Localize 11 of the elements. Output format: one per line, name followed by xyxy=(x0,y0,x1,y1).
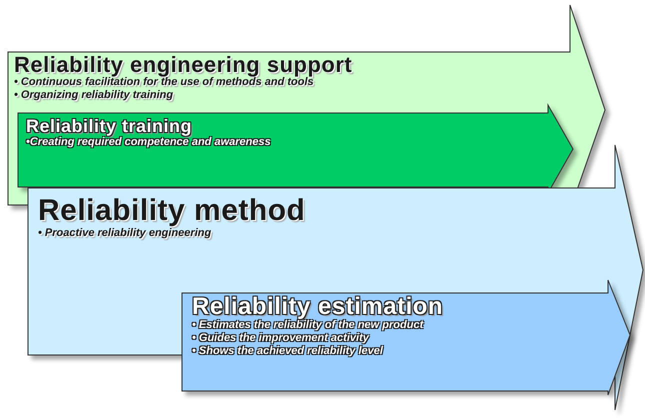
heading: Reliability engineering support xyxy=(14,53,352,76)
bullet-text: • Guides the improvement activity xyxy=(192,332,370,346)
bullet-text: • Organizing reliability training xyxy=(14,89,174,102)
heading: Reliability training xyxy=(26,117,194,136)
heading: Reliability estimation xyxy=(192,294,444,320)
bullet-text: • Proactive reliability engineering xyxy=(38,226,212,240)
heading: Reliability method xyxy=(38,195,306,226)
bullet-text: •Creating required competence and awareness xyxy=(26,136,271,149)
bullet-text: • Continuous facilitation for the use of methods and tools xyxy=(14,76,314,90)
bullet-text: • Shows the achieved reliability level xyxy=(192,345,384,358)
bullet-text: • Estimates the reliability of the new product xyxy=(192,319,424,332)
